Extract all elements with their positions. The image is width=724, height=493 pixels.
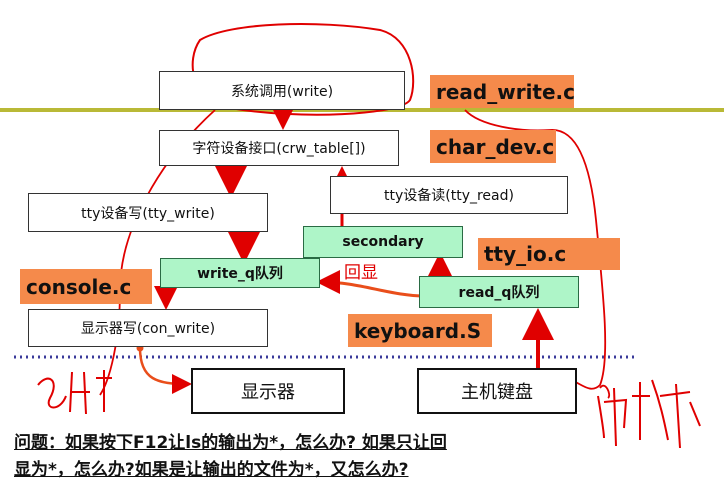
question-line-2: 显为*，怎么办?如果是让输出的文件为*，又怎么办? xyxy=(14,460,409,480)
label-char-dev-c: char_dev.c xyxy=(430,130,556,163)
handwritten-scribble-right xyxy=(597,379,701,449)
tty-read-box: tty设备读(tty_read) xyxy=(330,176,568,214)
display-box: 显示器 xyxy=(191,368,345,414)
char-device-interface-box: 字符设备接口(crw_table[]) xyxy=(159,130,399,166)
arrow-con-write-to-display xyxy=(138,347,192,394)
write-q-queue-box: write_q队列 xyxy=(160,258,320,288)
handwritten-scribble-left xyxy=(37,370,112,415)
arrow-echo-read-q-to-write-q xyxy=(316,270,426,298)
tty-write-box: tty设备写(tty_write) xyxy=(28,193,268,232)
question-text: 问题：如果按下F12让ls的输出为*，怎么办? 如果只让回 显为*，怎么办?如果… xyxy=(14,430,614,484)
secondary-queue-box: secondary xyxy=(303,226,463,258)
label-tty-io-c: tty_io.c xyxy=(478,238,620,270)
question-line-1: 问题：如果按下F12让ls的输出为*，怎么办? 如果只让回 xyxy=(14,433,447,453)
syscall-write-box: 系统调用(write) xyxy=(159,71,405,110)
handwritten-curve-right-tail xyxy=(599,384,611,399)
label-keyboard-s: keyboard.S xyxy=(348,314,492,347)
label-console-c: console.c xyxy=(20,269,152,304)
label-read-write-c: read_write.c xyxy=(430,75,575,108)
con-write-box: 显示器写(con_write) xyxy=(28,309,268,347)
read-q-queue-box: read_q队列 xyxy=(419,276,579,308)
handwritten-curve-right xyxy=(464,109,607,390)
keyboard-box: 主机键盘 xyxy=(417,368,577,414)
echo-label: 回显 xyxy=(344,263,378,283)
